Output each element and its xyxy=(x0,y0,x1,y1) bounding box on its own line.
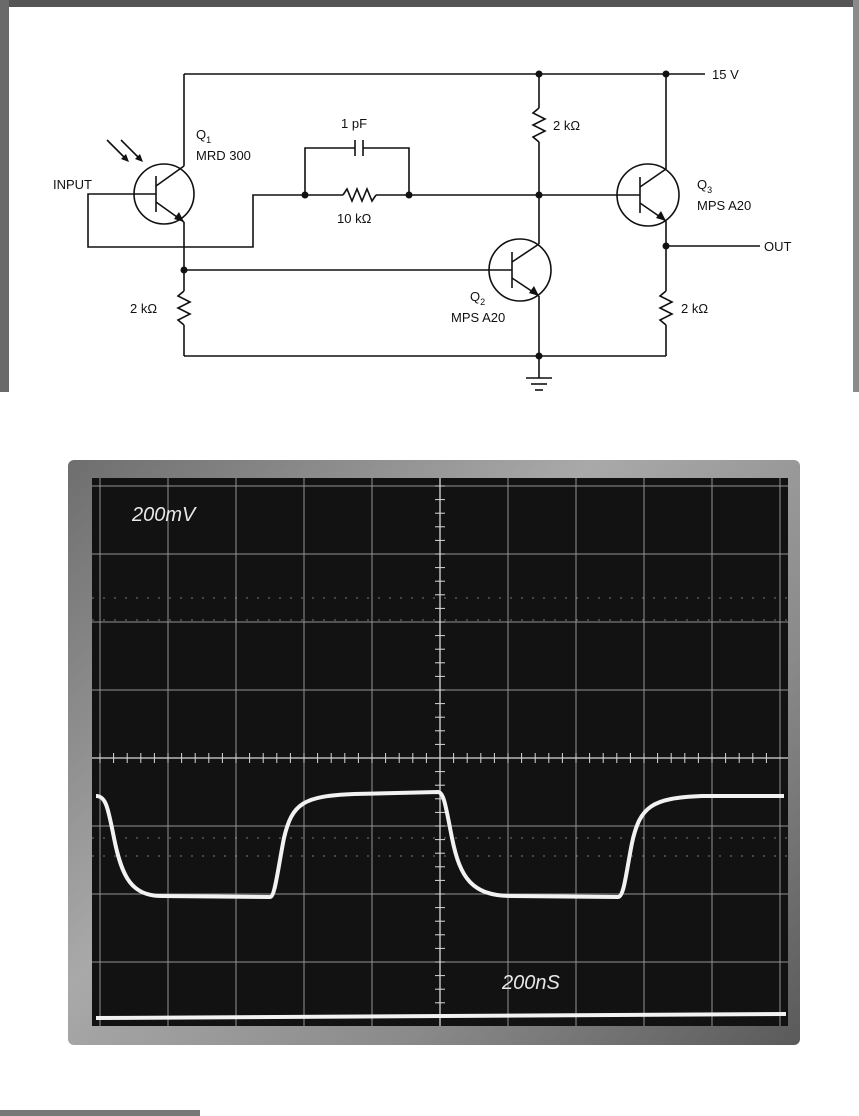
horizontal-scale-label: 200nS xyxy=(502,972,560,994)
input-label: INPUT xyxy=(53,177,92,192)
junction-dot xyxy=(180,266,188,274)
capacitor-label: 1 pF xyxy=(341,116,367,131)
q1-emitter-arrow xyxy=(174,212,184,222)
graticule-minor-ticks xyxy=(99,485,767,1017)
q3-ref-label: Q3 xyxy=(697,177,712,195)
q3-part-label: MPS A20 xyxy=(697,198,751,213)
q2-collector-resistor-label: 2 kΩ xyxy=(553,118,580,133)
vertical-scale-label: 200mV xyxy=(132,504,196,526)
graticule-grid xyxy=(92,478,788,1026)
circuit-schematic: 15 V INPUT OUT Q1 MRD 300 Q2 MPS A20 Q3 … xyxy=(53,67,792,391)
q1-part-label: MRD 300 xyxy=(196,148,251,163)
oscilloscope-graticule xyxy=(92,478,788,1026)
frame-border-left xyxy=(0,0,9,392)
feedback-resistor-label: 10 kΩ xyxy=(337,211,372,226)
q1-emitter-resistor-label: 2 kΩ xyxy=(130,301,157,316)
output-label: OUT xyxy=(764,239,792,254)
q1-emitter-resistor xyxy=(176,290,192,326)
supply-voltage-label: 15 V xyxy=(712,67,739,82)
q1-ref-label: Q1 xyxy=(196,127,211,145)
q2-collector-resistor xyxy=(531,107,547,143)
q2-part-label: MPS A20 xyxy=(451,310,505,325)
oscilloscope-screen: 200mV 200nS xyxy=(92,478,788,1026)
q3-emitter-resistor-label: 2 kΩ xyxy=(681,301,708,316)
baseline-trace xyxy=(95,1012,787,1020)
q2-ref-label: Q2 xyxy=(470,289,485,307)
graticule-center-axes xyxy=(92,478,788,1026)
frame-border-top xyxy=(0,0,859,7)
q3-emitter-resistor xyxy=(658,290,674,326)
q2-transistor-symbol xyxy=(488,238,552,302)
feedback-resistor xyxy=(342,186,377,204)
frame-border-right xyxy=(853,0,859,392)
waveform-trace xyxy=(95,789,784,900)
q3-transistor-symbol xyxy=(616,163,680,227)
frame-border-bottom xyxy=(0,1110,200,1116)
